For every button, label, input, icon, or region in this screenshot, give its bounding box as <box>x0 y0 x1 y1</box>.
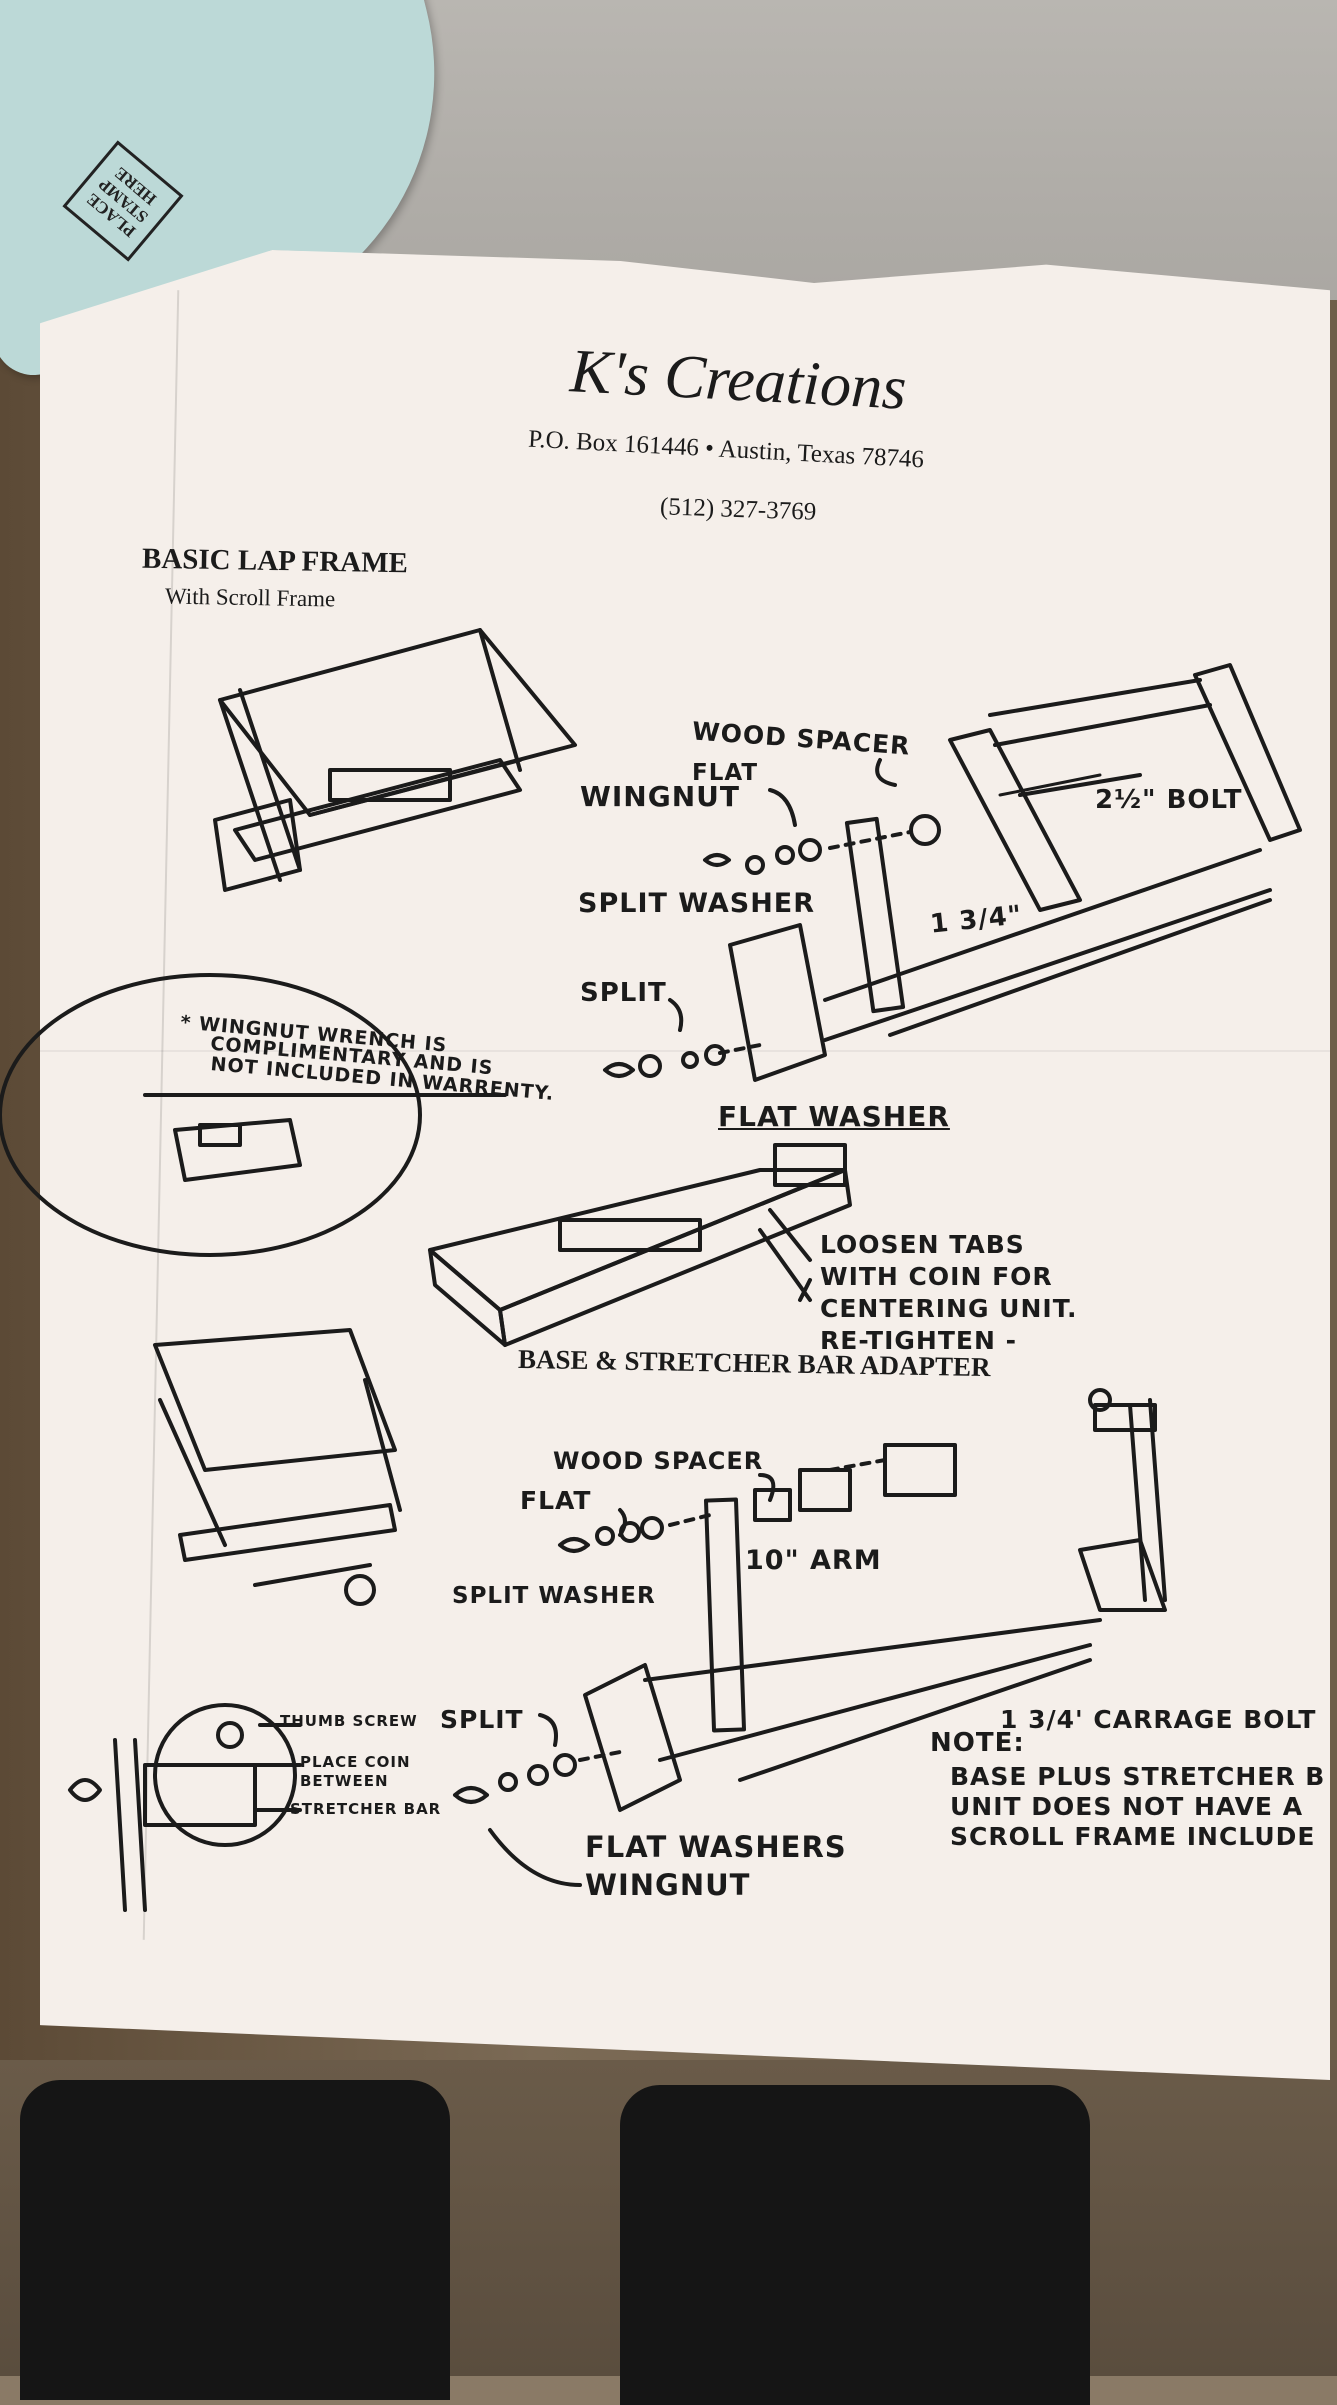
callout-wood-spacer-bottom: WOOD SPACER <box>553 1447 764 1475</box>
callout-stretcher-bar: STRETCHER BAR <box>290 1800 442 1818</box>
callout-split-washer-bottom: SPLIT WASHER <box>452 1583 656 1609</box>
callout-flat-washers: FLAT WASHERS <box>585 1830 847 1864</box>
callout-bolt: 2½" BOLT <box>1095 785 1243 815</box>
wrench-sketch <box>0 973 507 1257</box>
leader-flat-bottom <box>618 1508 627 1537</box>
section-title-lap-frame: BASIC LAP FRAME <box>141 542 409 580</box>
callout-flat-bottom: FLAT <box>520 1486 592 1515</box>
paper-fold <box>40 1050 1330 1052</box>
callout-wingnut: WINGNUT <box>580 780 740 813</box>
loosen-note-line: LOOSEN TABS <box>820 1230 1025 1259</box>
leader-split-bottom <box>538 1713 558 1747</box>
leg-right <box>620 2085 1090 2405</box>
base-stretcher-sketch <box>153 1328 402 1606</box>
callout-arm: 10" ARM <box>745 1545 882 1576</box>
note-line: SCROLL FRAME INCLUDE <box>950 1822 1316 1851</box>
note-line: BASE PLUS STRETCHER B <box>950 1762 1326 1791</box>
leg-left <box>20 2080 450 2400</box>
callout-place-coin: PLACE COIN <box>300 1753 411 1771</box>
callout-split-bottom: SPLIT <box>440 1705 524 1734</box>
bottom-assembly-sketch <box>453 1388 1167 1812</box>
note-heading: NOTE: <box>930 1728 1025 1758</box>
note-line: UNIT DOES NOT HAVE A <box>950 1792 1304 1821</box>
adapter-tray-sketch <box>428 1143 852 1347</box>
callout-split: SPLIT <box>580 978 667 1008</box>
loosen-note-line: RE-TIGHTEN - <box>820 1326 1017 1355</box>
lap-frame-sketch <box>213 628 577 892</box>
leader-loosen <box>798 1278 812 1302</box>
callout-wingnut-bottom: WINGNUT <box>585 1868 751 1902</box>
leader-wood-spacer-bottom <box>758 1473 776 1502</box>
callout-split-washer: SPLIT WASHER <box>578 888 816 919</box>
section-subtitle-lap-frame: With Scroll Frame <box>164 583 336 612</box>
loosen-note-line: CENTERING UNIT. <box>820 1294 1078 1323</box>
loosen-note-line: WITH COIN FOR <box>820 1262 1053 1291</box>
thumb-screw-detail <box>68 1703 302 1912</box>
company-phone: (512) 327-3769 <box>659 493 817 526</box>
top-assembly-sketch <box>603 663 1302 1082</box>
callout-thumb-screw: THUMB SCREW <box>280 1712 418 1730</box>
leader-flat-top <box>768 788 797 827</box>
callout-carriage-bolt: 1 3/4' CARRAGE BOLT <box>1000 1705 1317 1734</box>
callout-between: BETWEEN <box>300 1772 389 1790</box>
leader-wingnut-bottom <box>488 1828 582 1887</box>
callout-flat: FLAT <box>692 760 759 786</box>
leader-wood-spacer-top <box>875 758 897 787</box>
callout-flat-washer: FLAT WASHER <box>718 1100 950 1133</box>
leader-split-top <box>668 998 684 1032</box>
